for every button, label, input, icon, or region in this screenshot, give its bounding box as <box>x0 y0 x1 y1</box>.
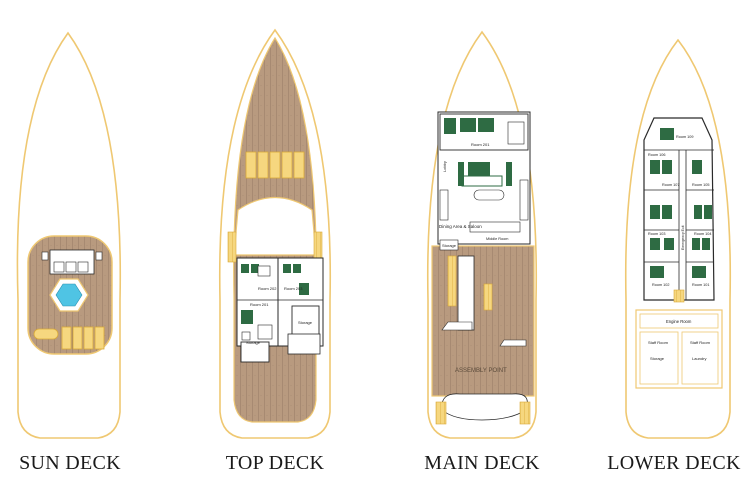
room-label-top-201: Room 201 <box>250 302 269 307</box>
room-label-lower-107: Room 107 <box>662 183 680 187</box>
main-deck-lobby-label: Lobby <box>442 161 447 172</box>
top-deck-storage-left <box>240 341 270 363</box>
room-label-lower-103: Room 103 <box>648 232 666 236</box>
lower-deck-staff-right-label: Staff Room <box>690 340 711 345</box>
room-label-lower-104: Room 104 <box>694 232 712 236</box>
top-deck-storage-right-label: Storage <box>298 320 313 325</box>
room-label-top-203: Room 203 <box>284 286 303 291</box>
main-deck-center-unit <box>457 255 475 331</box>
lower-deck-laundry-label: Laundry <box>692 356 706 361</box>
main-deck-stairs-left <box>447 255 457 307</box>
room-label-lower-105: Room 105 <box>692 183 710 187</box>
sun-deck-label: SUN DECK <box>19 452 121 474</box>
lower-deck-label: LOWER DECK <box>607 452 741 474</box>
lower-deck-engine-label: Engine Room <box>666 319 692 324</box>
main-deck-assembly-label: ASSEMBLY POINT <box>455 368 507 374</box>
main-deck-storage-label: Storage <box>442 243 457 248</box>
main-deck-middle-room-label: Middle Room <box>486 237 508 241</box>
main-deck: Room 201 Lobby Dining Area & Saloon Midd… <box>426 30 538 439</box>
room-label-top-202: Room 202 <box>258 286 277 291</box>
lower-deck-stairs <box>673 289 685 303</box>
top-deck-storage-left-label: Storage <box>246 340 261 345</box>
lower-deck-emergency-label: Emergency Exit <box>681 225 685 250</box>
room-label-lower-109: Room 109 <box>676 135 694 139</box>
room-label-lower-106: Room 106 <box>648 153 666 157</box>
top-deck-sunbeds <box>245 151 305 179</box>
lower-deck-staff-left-label: Staff Room <box>648 340 669 345</box>
top-deck-label: TOP DECK <box>225 452 325 474</box>
lower-deck: Room 109 Room 106 Room 107 Room 105 Room… <box>624 38 732 439</box>
sun-deck <box>16 31 122 439</box>
main-deck-label: MAIN DECK <box>424 452 540 474</box>
top-deck-stairs-left <box>227 231 237 263</box>
main-deck-dining-label: Dining Area & Saloon <box>439 224 482 229</box>
room-label-lower-101: Room 101 <box>692 283 710 287</box>
sun-beds <box>33 326 105 350</box>
main-deck-stairs-right <box>483 283 493 311</box>
top-deck: Room 202 Room 203 Room 201 Storage Stora… <box>218 28 332 439</box>
top-deck-open-area <box>233 196 317 256</box>
main-deck-room-label: Room 201 <box>471 142 490 147</box>
room-label-lower-102: Room 102 <box>652 283 670 287</box>
lower-deck-storage-label: Storage <box>650 356 665 361</box>
